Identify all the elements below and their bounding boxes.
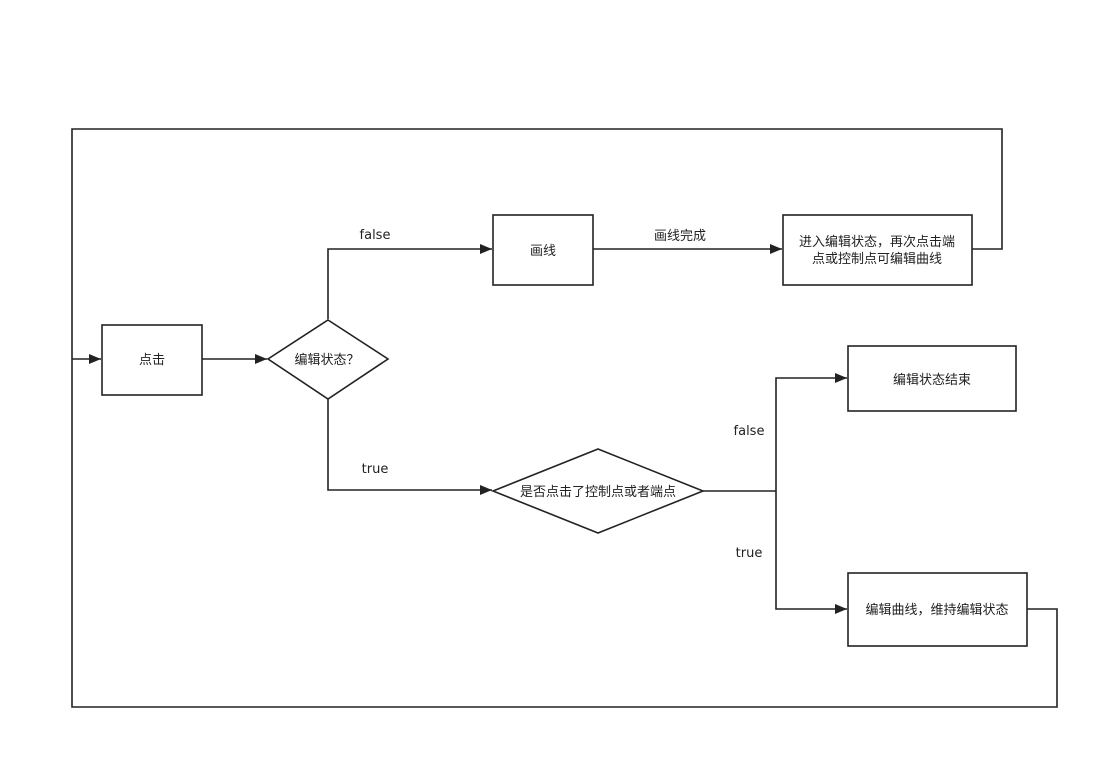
hit-control-point-label: 是否点击了控制点或者端点	[520, 485, 676, 500]
edit-end-box	[847, 345, 1017, 412]
click-box	[101, 324, 203, 396]
edge-labels: false 画线完成 true false true	[360, 228, 765, 561]
node-is-editing: 编辑状态？	[266, 319, 390, 400]
enter-edit-box	[782, 214, 973, 286]
true-to-hit-test-arrow	[327, 399, 492, 495]
true-to-edit-curve-arrow	[775, 491, 847, 614]
node-edit-end: 编辑状态结束	[847, 345, 1017, 412]
node-draw-line: 画线	[492, 214, 594, 286]
draw-line-label: 画线	[530, 244, 556, 259]
false-to-draw-arrow	[327, 244, 492, 319]
is-editing-label: 编辑状态？	[294, 353, 359, 368]
edit-curve-label: 编辑曲线，维持编辑状态	[865, 603, 1008, 618]
node-enter-edit: 进入编辑状态，再次点击端 点或控制点可编辑曲线	[782, 214, 973, 286]
false-to-edit-end-arrow	[775, 373, 847, 491]
edge-label-true-right: true	[736, 546, 763, 561]
edge-label-line-done: 画线完成	[654, 229, 706, 244]
edge-label-true-lower: true	[362, 462, 389, 477]
hit-control-point-diamond	[490, 448, 706, 534]
loop-back-edge-bottom	[71, 359, 1058, 708]
node-hit-control-point: 是否点击了控制点或者端点	[490, 448, 706, 534]
edit-end-label: 编辑状态结束	[893, 373, 971, 388]
draw-line-box	[492, 214, 594, 286]
edge-label-false-upper: false	[360, 228, 391, 243]
connectors	[71, 128, 1058, 708]
enter-edit-label-line1: 进入编辑状态，再次点击端	[799, 234, 955, 250]
node-edit-curve: 编辑曲线，维持编辑状态	[847, 572, 1028, 647]
loop-back-edge-top	[71, 128, 1003, 359]
edge-label-false-right: false	[734, 424, 765, 439]
node-click: 点击	[101, 324, 203, 396]
edit-curve-box	[847, 572, 1028, 647]
click-label: 点击	[139, 353, 165, 368]
is-editing-diamond	[266, 319, 390, 400]
enter-edit-label-line2: 点或控制点可编辑曲线	[812, 252, 942, 267]
